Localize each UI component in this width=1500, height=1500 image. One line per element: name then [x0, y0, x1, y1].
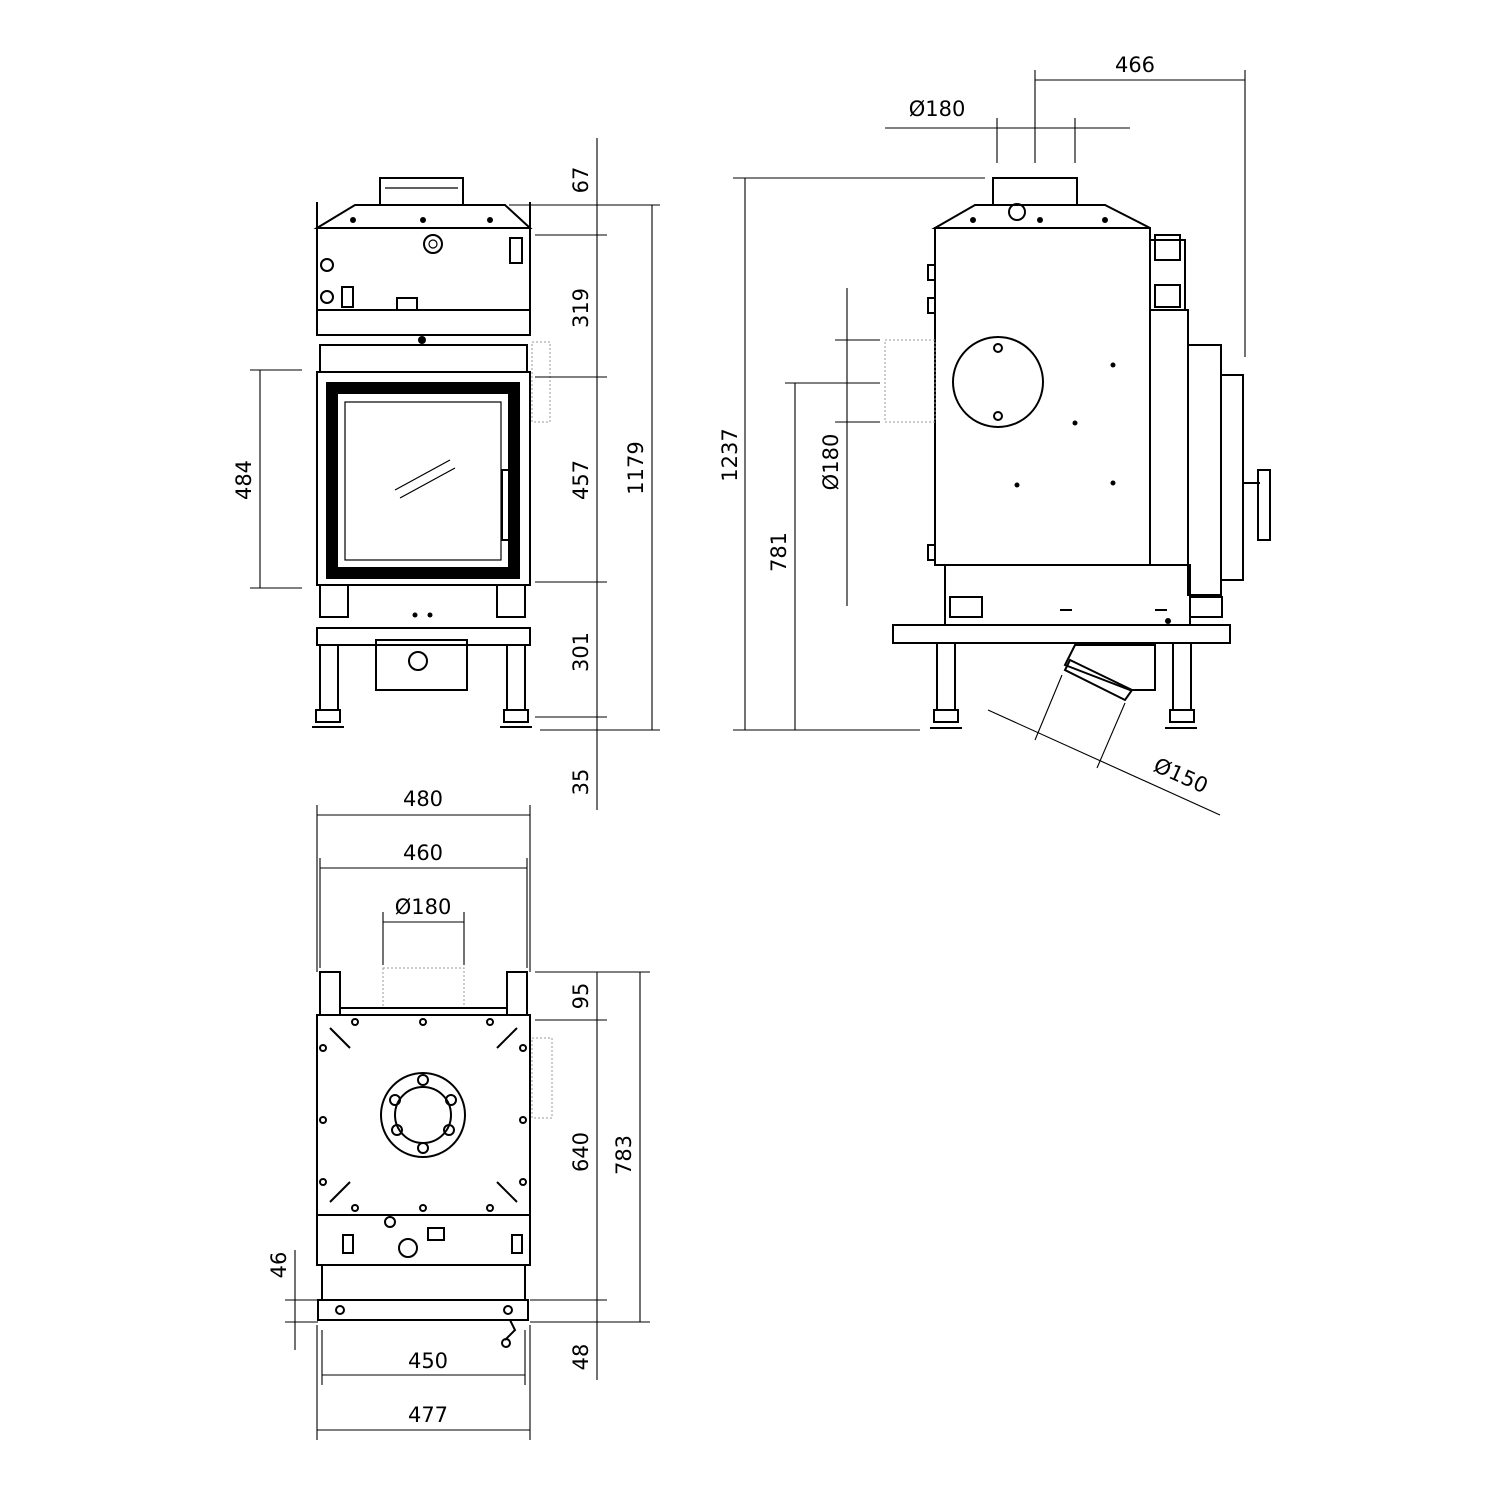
air-box [375, 639, 468, 691]
leg [319, 644, 339, 711]
glass-border [328, 384, 518, 577]
side-view: 466 Ø180 1237 781 Ø180 Ø150 [718, 53, 1271, 816]
side-body [934, 227, 1151, 566]
dim-top-section: 319 [569, 288, 593, 328]
dim-bottom-section: 301 [569, 632, 593, 672]
dim-top-flue-offset: 466 [1115, 53, 1155, 77]
glass [344, 401, 502, 561]
flue-flange [380, 1072, 466, 1158]
dim-front-left: 46 [267, 1252, 291, 1279]
door-handle [1257, 469, 1271, 541]
dim-total-height-side: 1237 [718, 428, 742, 481]
dim-air-inlet-diameter: Ø150 [1150, 753, 1211, 798]
flue-collar [379, 177, 464, 206]
leg [936, 642, 956, 711]
dim-inner-width: 460 [403, 841, 443, 865]
door-frame [316, 371, 531, 586]
dim-rear-offset: 95 [569, 983, 593, 1010]
top-section [316, 227, 531, 311]
door-handle [501, 469, 515, 541]
dim-outer-width: 480 [403, 787, 443, 811]
door [326, 382, 520, 579]
dim-flue-height: 67 [569, 167, 593, 194]
base-plate [892, 624, 1231, 644]
air-slider [319, 344, 528, 373]
flue-collar [992, 177, 1078, 206]
dim-total-depth: 783 [612, 1135, 636, 1175]
dim-side-outlet-height: 781 [767, 532, 791, 572]
front-view: 67 319 457 301 35 1179 484 [232, 138, 660, 810]
dim-front-right: 48 [569, 1344, 593, 1371]
dim-front-width: 450 [408, 1349, 448, 1373]
top-cover [313, 204, 533, 229]
dim-front-outer-width: 477 [408, 1403, 448, 1427]
air-inlet [1063, 644, 1156, 691]
top-view: 480 460 Ø180 95 640 783 46 48 450 477 [267, 787, 650, 1440]
leg [506, 644, 526, 711]
dim-foot: 35 [569, 769, 593, 796]
dim-door-section: 457 [569, 460, 593, 500]
bolt-holes [319, 1018, 527, 1212]
dim-side-outlet-diameter: Ø180 [819, 434, 843, 491]
dim-total-height: 1179 [624, 441, 648, 494]
dim-glass-height: 484 [232, 460, 256, 500]
side-outlet [952, 336, 1044, 428]
dim-flue-diameter: Ø180 [395, 895, 452, 919]
top-body [316, 1014, 531, 1216]
dim-top-flue-diameter: Ø180 [909, 97, 966, 121]
front-ledge [317, 1299, 529, 1321]
dim-body-depth: 640 [569, 1132, 593, 1172]
leg [1172, 642, 1192, 711]
